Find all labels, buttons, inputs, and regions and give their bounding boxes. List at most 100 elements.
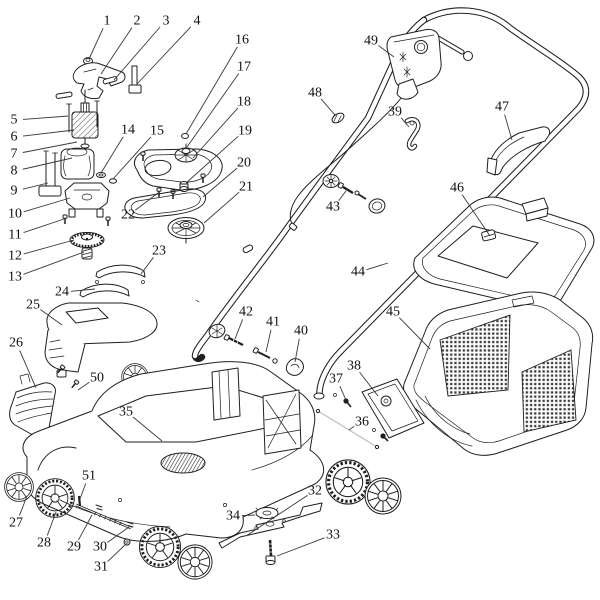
callout-number: 19 bbox=[238, 124, 252, 139]
leader-line bbox=[18, 495, 28, 516]
callout-32: 32 bbox=[245, 484, 322, 537]
callout-number: 32 bbox=[308, 484, 322, 499]
leader-line bbox=[40, 309, 63, 326]
callout-31: 31 bbox=[94, 543, 127, 575]
pin-part bbox=[102, 76, 118, 85]
callout-number: 33 bbox=[326, 528, 340, 543]
callout-25: 25 bbox=[26, 298, 63, 326]
motor-cover-part bbox=[44, 302, 158, 378]
spacer-part bbox=[242, 244, 254, 254]
handle-grip-part bbox=[486, 126, 551, 176]
callout-36: 36 bbox=[348, 415, 369, 431]
height-knob-parts bbox=[208, 323, 304, 376]
handle-tower bbox=[211, 367, 241, 421]
callout-number: 14 bbox=[121, 123, 135, 138]
callout-35: 35 bbox=[119, 405, 163, 442]
leader-line bbox=[359, 371, 379, 397]
callout-9: 9 bbox=[11, 182, 49, 199]
callout-13: 13 bbox=[8, 251, 85, 285]
callout-number: 28 bbox=[37, 536, 51, 551]
callout-number: 2 bbox=[134, 14, 141, 29]
callout-number: 27 bbox=[9, 516, 23, 531]
bolt-part bbox=[228, 337, 244, 346]
callout-number: 39 bbox=[388, 105, 402, 120]
callout-number: 29 bbox=[67, 540, 81, 555]
callout-number: 31 bbox=[94, 560, 108, 575]
bolt-part bbox=[257, 351, 271, 359]
hub-cap-part bbox=[4, 472, 34, 502]
callout-number: 8 bbox=[11, 164, 18, 179]
callout-4: 4 bbox=[136, 14, 201, 85]
leader-line bbox=[23, 239, 75, 255]
callout-number: 21 bbox=[239, 180, 253, 195]
leader-line bbox=[140, 257, 154, 275]
leader-line bbox=[400, 117, 410, 128]
callout-number: 35 bbox=[119, 405, 133, 420]
leader-line bbox=[23, 218, 65, 233]
leader-line bbox=[186, 73, 240, 148]
callout-46: 46 bbox=[450, 181, 491, 237]
callout-49: 49 bbox=[364, 34, 395, 58]
callout-number: 12 bbox=[8, 249, 22, 264]
callout-24: 24 bbox=[55, 285, 96, 300]
leader-line bbox=[234, 319, 244, 340]
callout-27: 27 bbox=[9, 495, 28, 531]
leader-line bbox=[320, 98, 336, 116]
callout-number: 23 bbox=[152, 244, 166, 259]
callout-number: 22 bbox=[121, 208, 135, 223]
callout-37: 37 bbox=[329, 372, 347, 401]
callout-17: 17 bbox=[186, 60, 251, 148]
leader-line bbox=[378, 45, 395, 58]
hub-cap-part bbox=[177, 544, 213, 580]
callout-number: 48 bbox=[308, 86, 322, 101]
leader-line bbox=[88, 28, 104, 60]
motor-bracket-part bbox=[55, 62, 142, 100]
motor-mount-part bbox=[64, 182, 110, 218]
callout-number: 42 bbox=[239, 305, 253, 320]
callout-number: 41 bbox=[266, 315, 280, 330]
leader-line bbox=[338, 190, 347, 202]
pin-part bbox=[55, 91, 73, 99]
blade-adapter-part bbox=[255, 507, 279, 520]
callout-10: 10 bbox=[8, 197, 71, 222]
leader-line bbox=[78, 514, 93, 541]
leader-line bbox=[113, 26, 161, 81]
callout-44: 44 bbox=[351, 262, 389, 280]
leader-line bbox=[23, 251, 85, 275]
hub-cap-part bbox=[364, 477, 402, 515]
callout-42: 42 bbox=[234, 305, 253, 340]
callout-12: 12 bbox=[8, 239, 75, 264]
clip-part bbox=[126, 521, 134, 528]
callout-number: 15 bbox=[150, 124, 164, 139]
callout-number: 47 bbox=[495, 100, 509, 115]
leader-line bbox=[19, 350, 37, 389]
leader-line bbox=[134, 192, 159, 211]
blade-bolt-part bbox=[265, 539, 276, 565]
leader-line bbox=[77, 381, 90, 391]
leader-line bbox=[185, 46, 238, 135]
leader-line bbox=[112, 136, 152, 180]
callout-11: 11 bbox=[8, 218, 65, 243]
callout-19: 19 bbox=[185, 124, 252, 184]
rear-cover-part bbox=[413, 196, 595, 310]
leader-line bbox=[245, 494, 308, 537]
callout-number: 51 bbox=[82, 469, 96, 484]
vent-screw-icon bbox=[403, 66, 411, 78]
callout-number: 4 bbox=[194, 14, 201, 29]
callout-21: 21 bbox=[203, 180, 253, 224]
leader-line bbox=[107, 543, 127, 562]
cable-hook-part bbox=[404, 117, 421, 151]
leader-line bbox=[339, 386, 347, 401]
callout-number: 40 bbox=[294, 324, 308, 339]
callout-number: 16 bbox=[235, 33, 249, 48]
axle-part bbox=[75, 495, 134, 546]
leader-line bbox=[70, 288, 96, 292]
callout-48: 48 bbox=[308, 86, 336, 116]
leader-line bbox=[461, 194, 491, 237]
belt-part bbox=[124, 188, 207, 219]
callout-2: 2 bbox=[100, 14, 141, 75]
leader-line bbox=[22, 182, 49, 190]
